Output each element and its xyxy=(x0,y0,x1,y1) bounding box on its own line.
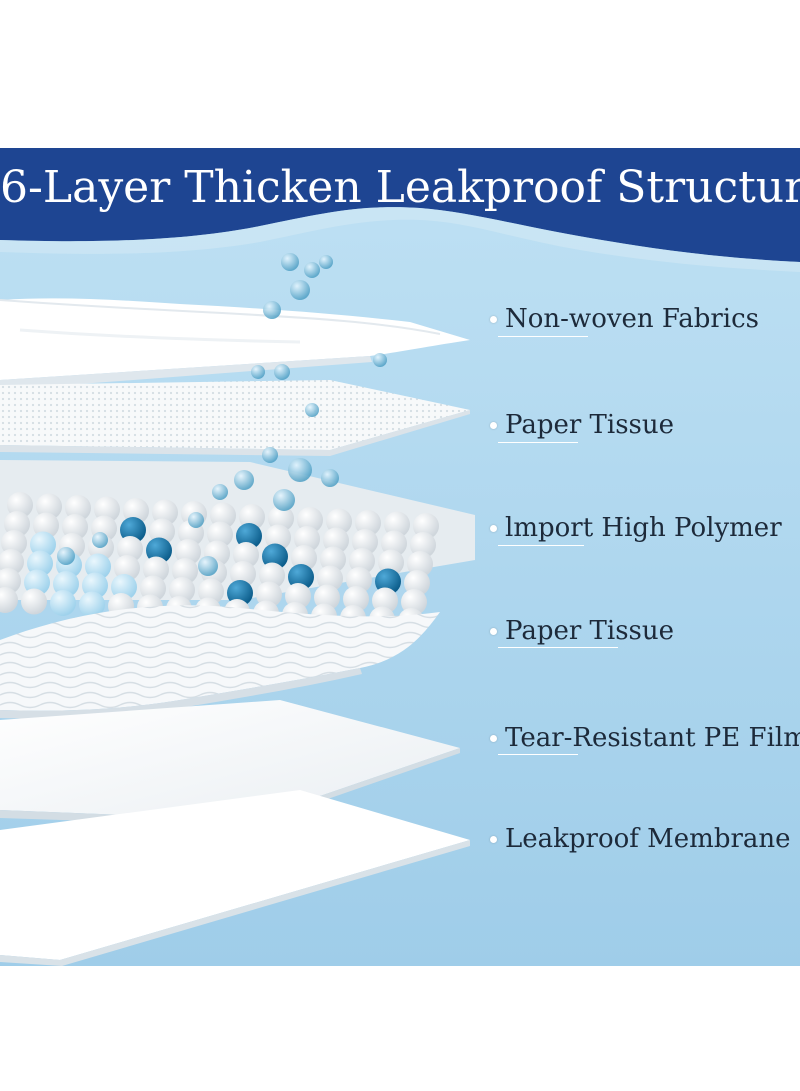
label-underline xyxy=(498,336,588,337)
water-droplets xyxy=(57,253,387,576)
paper-tissue-layer-2 xyxy=(0,605,440,719)
label-underline xyxy=(498,754,578,755)
water-droplet xyxy=(262,447,278,463)
water-droplet xyxy=(274,364,290,380)
water-droplet xyxy=(92,532,108,548)
bullet-dot xyxy=(490,421,497,429)
water-droplet xyxy=(188,512,204,528)
polymer-bead xyxy=(79,591,105,618)
water-droplet xyxy=(251,365,265,379)
page-title: 6-Layer Thicken Leakproof Structure xyxy=(0,162,800,213)
water-droplet xyxy=(281,253,299,271)
label-underline xyxy=(498,545,584,546)
layer-label-6: Leakproof Membrane xyxy=(490,818,791,858)
bullet-dot xyxy=(490,835,497,843)
bullet-dot xyxy=(490,524,497,532)
polymer-bead xyxy=(21,588,47,615)
leakproof-membrane-layer xyxy=(0,790,470,966)
water-droplet xyxy=(321,469,339,487)
nonwoven-layer xyxy=(0,298,470,390)
polymer-bead xyxy=(50,590,76,616)
water-droplet xyxy=(212,484,228,500)
water-droplet xyxy=(304,262,320,278)
water-droplet xyxy=(373,353,387,367)
water-droplet xyxy=(57,547,75,565)
label-underline xyxy=(498,647,618,648)
water-droplet xyxy=(234,470,254,490)
water-droplet xyxy=(198,556,218,576)
polymer-bead xyxy=(0,587,18,613)
water-droplet xyxy=(319,255,333,269)
layer-label-2: Paper Tissue xyxy=(490,404,674,444)
bullet-dot xyxy=(490,315,497,323)
label-underline xyxy=(498,442,578,443)
layer-label-4: Paper Tissue xyxy=(490,610,674,650)
bullet-dot xyxy=(490,627,497,635)
water-droplet xyxy=(290,280,310,300)
layer-label-3: lmport High Polymer xyxy=(490,507,782,547)
bullet-dot xyxy=(490,734,497,742)
polymer-layer xyxy=(0,460,475,634)
water-droplet xyxy=(288,458,312,482)
water-droplet xyxy=(273,489,295,511)
layer-label-5: Tear-Resistant PE Film xyxy=(490,717,800,757)
pe-film-layer xyxy=(0,700,460,826)
water-droplet xyxy=(263,301,281,319)
water-droplet xyxy=(305,403,319,417)
paper-tissue-layer-1 xyxy=(0,380,470,456)
layer-label-1: Non-woven Fabrics xyxy=(490,298,759,338)
